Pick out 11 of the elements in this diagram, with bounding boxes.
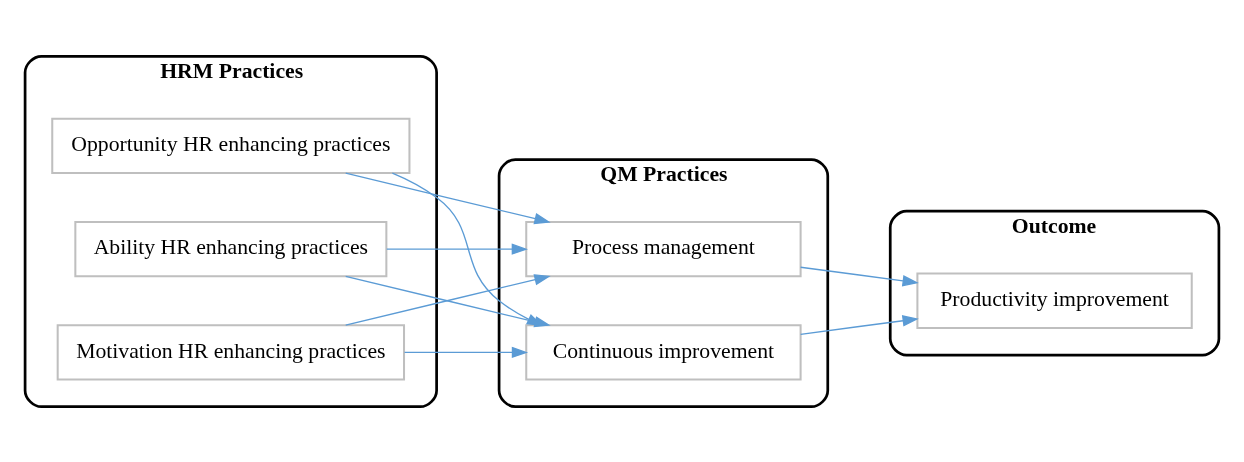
arrow xyxy=(403,346,529,358)
arrow xyxy=(386,242,528,255)
node-box: Ability HR enhancing practices xyxy=(74,220,388,277)
node-box: Productivity improvement xyxy=(916,272,1193,329)
arrow xyxy=(799,266,919,286)
arrow xyxy=(799,314,919,335)
node-box: Motivation HR enhancing practices xyxy=(56,323,406,381)
node-box: Continuous improvement xyxy=(525,323,802,381)
arrow xyxy=(345,172,551,224)
node-box: Process management xyxy=(525,220,802,277)
node-box: Opportunity HR enhancing practices xyxy=(51,117,411,174)
